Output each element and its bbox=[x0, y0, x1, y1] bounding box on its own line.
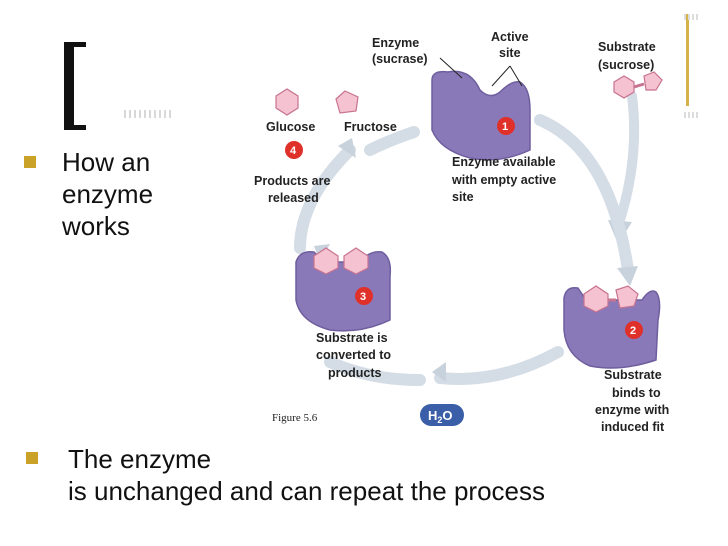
arrow-head-to-step2 bbox=[617, 266, 638, 286]
bullet-marker bbox=[26, 452, 38, 464]
bullet-marker bbox=[24, 156, 36, 168]
water-label: H2O bbox=[428, 408, 453, 425]
bracket-top-decoration bbox=[64, 42, 86, 47]
step-2-number: 2 bbox=[630, 325, 636, 337]
substrate-arrow bbox=[613, 91, 640, 231]
enzyme-pointer bbox=[439, 57, 463, 79]
dotted-decoration-top-right bbox=[684, 14, 698, 20]
enzyme-step-3 bbox=[295, 247, 392, 332]
water-h: H bbox=[428, 408, 437, 423]
enzyme-step-1 bbox=[431, 70, 531, 161]
active-site-pointer-2 bbox=[509, 65, 523, 87]
sucrose-molecule bbox=[613, 71, 663, 99]
step-1-number: 1 bbox=[502, 121, 508, 133]
bullet-1-text: How an enzyme works bbox=[62, 146, 153, 242]
active-site-label-line-2: site bbox=[499, 46, 521, 60]
enzyme-available-line-2: with empty active bbox=[451, 173, 556, 187]
active-site-pointer bbox=[491, 65, 511, 87]
water-o: O bbox=[442, 408, 452, 423]
bullet-2-text: The enzyme is unchanged and can repeat t… bbox=[68, 443, 545, 507]
gold-line-decoration bbox=[686, 14, 689, 106]
fructose-label: Fructose bbox=[344, 120, 397, 134]
enzyme-available-line-1: Enzyme available bbox=[452, 155, 556, 169]
glucose-label: Glucose bbox=[266, 120, 315, 134]
substrate-binds-line-3: enzyme with bbox=[595, 403, 669, 417]
glucose-molecule bbox=[275, 88, 299, 116]
step-3-badge bbox=[355, 287, 373, 305]
active-site-label-line-1: Active bbox=[491, 30, 529, 44]
substrate-binds-line-2: binds to bbox=[612, 386, 661, 400]
step-2-badge bbox=[625, 321, 643, 339]
bullet-2-line-2: is unchanged and can repeat the process bbox=[68, 476, 546, 506]
water-subscript: 2 bbox=[437, 415, 442, 425]
substrate-binds-line-4: induced fit bbox=[601, 420, 665, 434]
bracket-decoration bbox=[64, 42, 74, 130]
bullet-1-line-3: works bbox=[62, 211, 130, 241]
figure-caption: Figure 5.6 bbox=[272, 412, 318, 424]
cycle-arrows bbox=[294, 126, 564, 386]
step-4-badge bbox=[285, 141, 303, 159]
enzyme-available-line-3: site bbox=[452, 190, 474, 204]
substrate-converted-line-1: Substrate is bbox=[316, 331, 388, 345]
enzyme-label-line-1: Enzyme bbox=[372, 36, 419, 50]
bullet-1-line-1: How an bbox=[62, 147, 151, 177]
substrate-label-line-2: (sucrose) bbox=[598, 58, 654, 72]
substrate-label-line-1: Substrate bbox=[598, 40, 656, 54]
arrow-head-from-water bbox=[432, 362, 446, 382]
arrow-head-to-released bbox=[338, 138, 356, 158]
dotted-decoration-mid-right bbox=[684, 112, 698, 118]
step-4-number: 4 bbox=[290, 145, 297, 157]
substrate-binds-line-1: Substrate bbox=[604, 368, 662, 382]
enzyme-step-2 bbox=[563, 285, 661, 369]
step-3-number: 3 bbox=[360, 291, 366, 303]
water-badge bbox=[420, 404, 464, 426]
arrow-step1-to-step2 bbox=[534, 114, 634, 276]
dotted-decoration bbox=[124, 110, 174, 118]
bullet-2-line-1: The enzyme bbox=[68, 444, 212, 474]
enzyme-label-line-2: (sucrase) bbox=[372, 52, 428, 66]
products-released-line-1: Products are bbox=[254, 174, 330, 188]
substrate-converted-line-3: products bbox=[328, 366, 382, 380]
products-released-line-2: released bbox=[268, 191, 319, 205]
step-1-badge bbox=[497, 117, 515, 135]
fructose-molecule bbox=[335, 90, 359, 114]
bracket-bottom-decoration bbox=[64, 125, 86, 130]
substrate-converted-line-2: converted to bbox=[316, 348, 391, 362]
bullet-1-line-2: enzyme bbox=[62, 179, 154, 209]
